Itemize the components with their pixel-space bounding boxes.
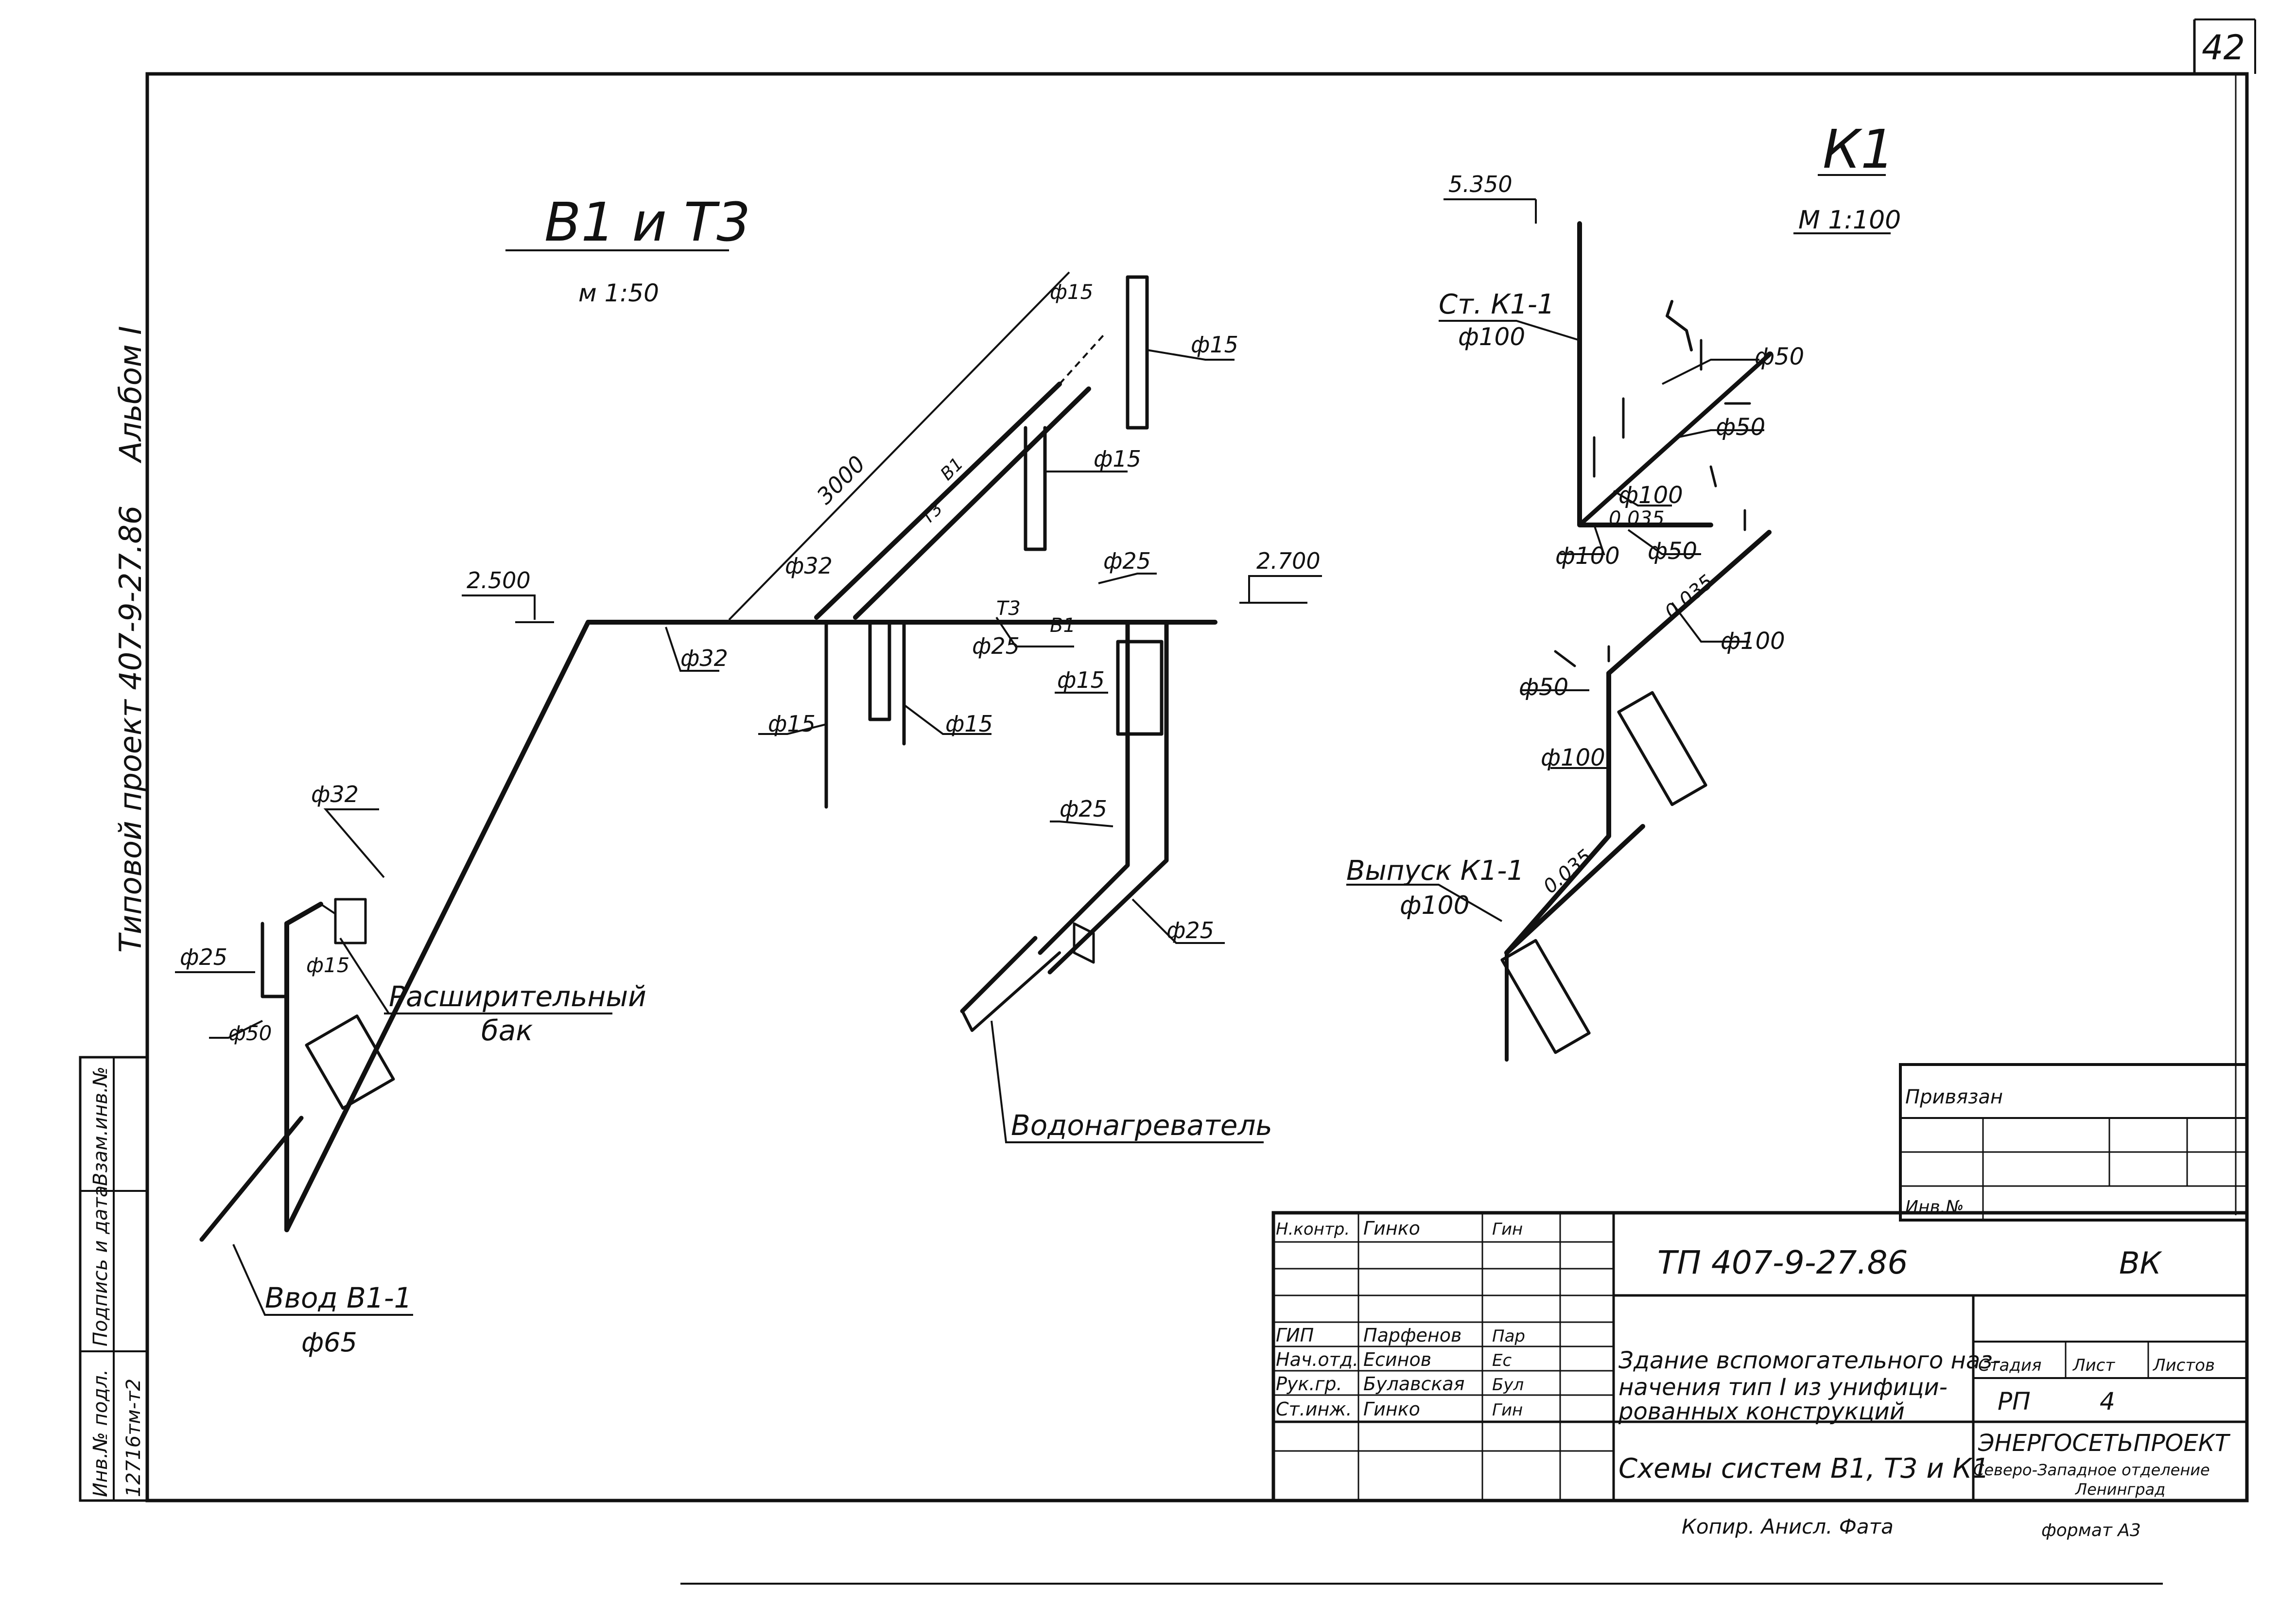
b1t3-title: В1 и Т3 [544, 191, 750, 253]
k1-slope-c: 0.035 [1539, 845, 1596, 898]
album-label-vertical: Альбом I [113, 326, 148, 464]
tb-stage-header: Стадия [1978, 1356, 2041, 1375]
inlet-label: Ввод В1-1 [265, 1281, 412, 1314]
b1t3-d15-b: ф15 [1191, 332, 1238, 358]
tb-role-0: Н.контр. [1276, 1220, 1350, 1239]
drawing-frame [145, 18, 2256, 1585]
tb-org-3: Ленинград [2075, 1480, 2165, 1499]
b1t3-d32-riser: ф32 [311, 781, 359, 807]
b1t3-d25-top: ф25 [1103, 548, 1151, 574]
title-block [1271, 1063, 2249, 1502]
k1-d100-c: ф100 [1721, 628, 1785, 655]
k1-slope-a: 0.035 [1609, 507, 1665, 530]
k1-d50-a: ф50 [1755, 343, 1804, 370]
b1t3-t3-mark-diag: Т3 [917, 499, 947, 528]
b1t3-t3-mark: Т3 [996, 597, 1021, 620]
tb-copy-note: Копир. Анисл. Фата [1682, 1515, 1894, 1538]
stamp-sign-date: Подпись и дата [89, 1186, 112, 1346]
k1-d50-d: ф50 [1519, 674, 1568, 701]
project-title-vertical: Типовой проект 407-9-27.86 [113, 506, 148, 953]
tb-format: формат А3 [2041, 1520, 2141, 1540]
tb-role-1: ГИП [1276, 1325, 1314, 1346]
tb-sign-4: Гин [1492, 1400, 1523, 1420]
k1-riser-diameter: ф100 [1458, 323, 1525, 351]
expansion-tank-label-2: бак [481, 1014, 533, 1047]
k1-scale: М 1:100 [1798, 206, 1901, 235]
tb-org-1: ЭНЕРГОСЕТЬПРОЕКТ [1978, 1430, 2231, 1457]
b1t3-level-right: 2.700 [1256, 548, 1321, 574]
b1t3-d15-a: ф15 [1050, 280, 1093, 304]
tb-org-2: Северо-Западное отделение [1973, 1461, 2210, 1479]
b1t3-d15-g: ф15 [306, 953, 349, 977]
k1-riser-label: Ст. К1-1 [1439, 289, 1555, 320]
tb-name-2: Есинов [1363, 1349, 1431, 1370]
k1-d100-a: ф100 [1618, 482, 1683, 509]
b1t3-b1-mark: В1 [1050, 614, 1076, 637]
k1-slope-b: 0.035 [1661, 571, 1718, 624]
k1-d50-c: ф50 [1648, 538, 1697, 565]
tb-role-3: Рук.гр. [1276, 1373, 1342, 1395]
b1t3-scale: м 1:50 [578, 279, 659, 307]
k1-outlet-diameter: ф100 [1400, 891, 1470, 920]
b1t3-pipework [175, 271, 1322, 1316]
b1t3-d15-c: ф15 [1094, 446, 1141, 472]
tb-building-1: Здание вспомогательного наз- [1618, 1347, 2001, 1374]
tb-sheets-header: Листов [2152, 1356, 2215, 1375]
k1-title: К1 [1823, 118, 1895, 180]
tb-role-4: Ст.инж. [1276, 1398, 1352, 1420]
tb-sheet-header: Лист [2072, 1356, 2115, 1375]
tb-name-1: Парфенов [1363, 1325, 1461, 1346]
tb-sign-2: Ес [1492, 1351, 1512, 1370]
tb-privyazan: Привязан [1905, 1086, 2003, 1108]
tb-name-0: Гинко [1363, 1218, 1420, 1239]
tb-role-2: Нач.отд. [1276, 1349, 1358, 1370]
tb-mark: ВК [2119, 1245, 2163, 1281]
tb-sign-3: Бул [1492, 1375, 1524, 1395]
stamp-inv-replace: Взам.инв.№ [89, 1066, 112, 1186]
tb-name-3: Булавская [1363, 1373, 1465, 1395]
tb-name-4: Гинко [1363, 1398, 1420, 1420]
k1-outlet-label: Выпуск К1-1 [1346, 855, 1524, 887]
expansion-tank-label: Расширительный [389, 980, 646, 1013]
left-stamp [79, 1056, 149, 1502]
tb-building-3: рованных конструкций [1618, 1398, 1905, 1425]
k1-level: 5.350 [1448, 171, 1513, 197]
tb-code: ТП 407-9-27.86 [1657, 1244, 1908, 1281]
b1t3-d15-f: ф15 [1057, 667, 1105, 693]
tb-sign-0: Гин [1492, 1220, 1523, 1239]
water-heater-label: Водонагреватель [1011, 1109, 1272, 1142]
tb-sheet-value: 4 [2100, 1387, 2115, 1415]
b1t3-d32-main: ф32 [680, 645, 728, 671]
k1-d100-d: ф100 [1541, 744, 1605, 771]
k1-pipework [1346, 198, 1772, 1062]
stamp-inv-orig: Инв.№ подл. [89, 1369, 112, 1497]
b1t3-d25-main: ф25 [972, 633, 1020, 659]
b1t3-d50: ф50 [228, 1021, 272, 1045]
stamp-inv-number: 12716тм-т2 [122, 1379, 145, 1497]
b1t3-length: 3000 [812, 451, 870, 509]
b1t3-d15-d: ф15 [768, 711, 816, 737]
sheet-number: 42 [2202, 28, 2245, 68]
b1t3-d25-left: ф25 [180, 944, 227, 970]
tb-sign-1: Пар [1492, 1327, 1525, 1346]
b1t3-level-left: 2.500 [467, 567, 531, 594]
k1-d100-b: ф100 [1555, 542, 1620, 570]
b1t3-d25-heater-a: ф25 [1060, 796, 1107, 822]
tb-inv-no: Инв.№ [1905, 1197, 1964, 1217]
tb-drawing-title: Схемы систем В1, Т3 и К1 [1618, 1453, 1989, 1485]
k1-d50-b: ф50 [1716, 414, 1765, 441]
b1t3-d32-branch: ф32 [785, 553, 833, 579]
tb-building-2: начения тип I из унифици- [1618, 1374, 1948, 1401]
b1t3-d15-e: ф15 [945, 711, 993, 737]
tb-stage-value: РП [1998, 1387, 2031, 1415]
b1t3-d25-heater-b: ф25 [1166, 917, 1214, 943]
inlet-diameter: ф65 [301, 1327, 357, 1358]
